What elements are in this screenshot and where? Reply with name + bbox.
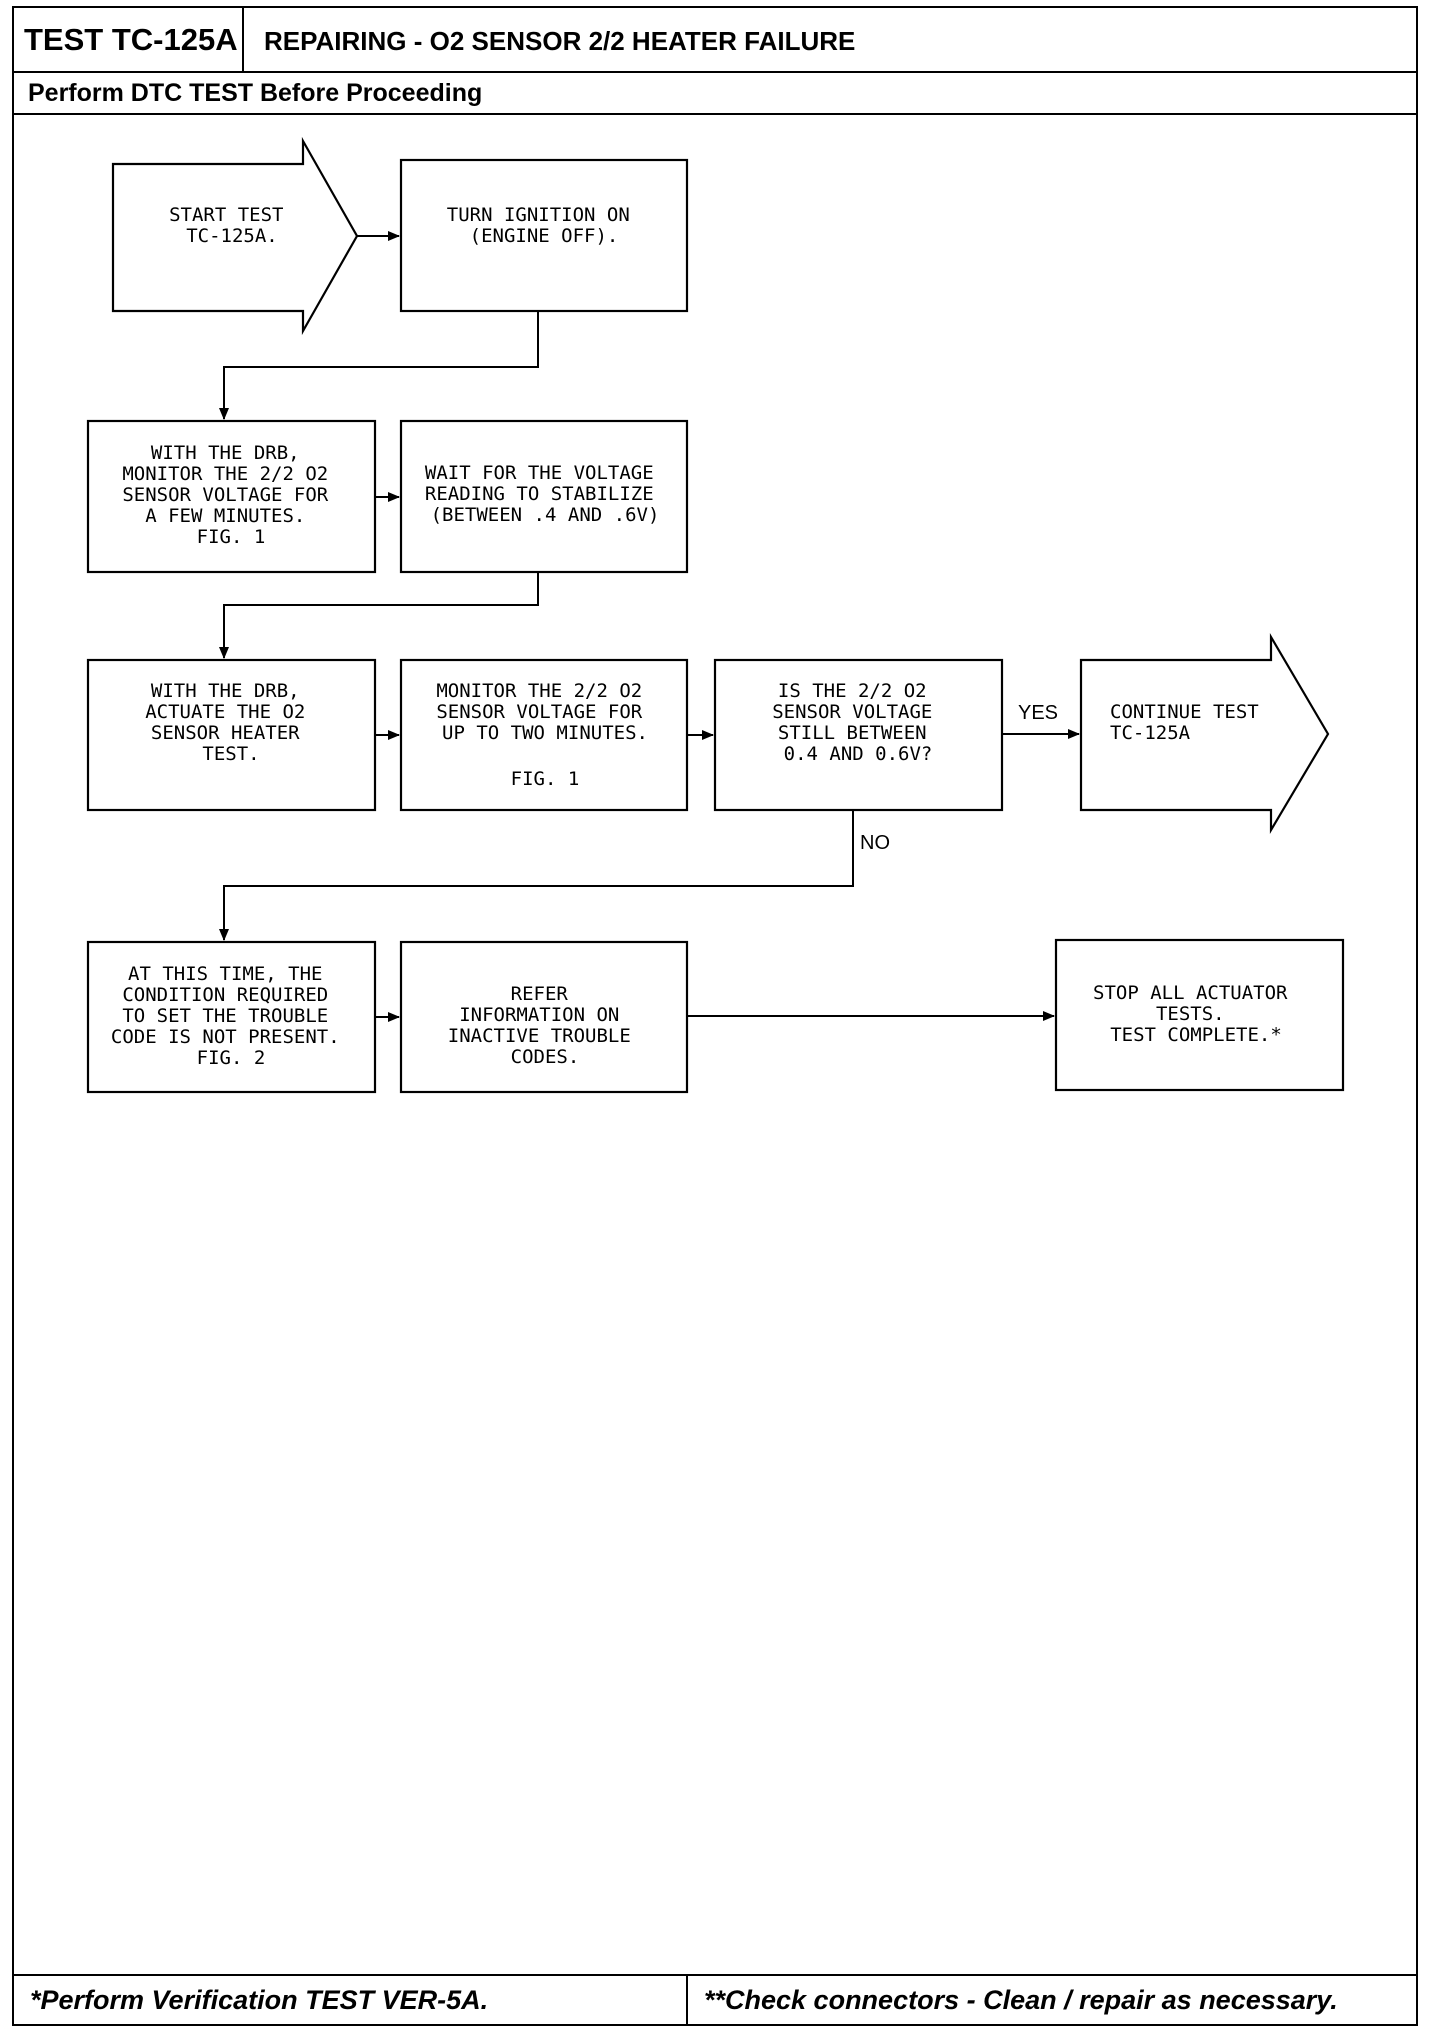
footer-row: *Perform Verification TEST VER-5A. **Che… [14,1974,1416,2024]
question-text: IS THE 2/2 O2 SENSOR VOLTAGE STILL BETWE… [772,680,944,765]
yes-label: YES [1018,702,1058,724]
monitor-few-text: WITH THE DRB, MONITOR THE 2/2 O2 SENSOR … [122,442,339,548]
condition-text: AT THIS TIME, THE CONDITION REQUIRED TO … [111,963,351,1069]
subtitle: Perform DTC TEST Before Proceeding [14,73,1416,115]
refer-text: REFER INFORMATION ON INACTIVE TROUBLE CO… [448,983,642,1068]
procedure-page: TEST TC-125A REPAIRING - O2 SENSOR 2/2 H… [12,6,1418,2026]
ignition-text: TURN IGNITION ON (ENGINE OFF). [447,204,641,247]
connector-ignition-monitor [219,311,539,420]
footer-verification-note: *Perform Verification TEST VER-5A. [14,1976,688,2024]
no-label: NO [860,832,890,854]
wait-box [399,419,689,574]
continue-text: CONTINUE TEST TC-125A [1110,701,1270,744]
ignition-box [399,158,689,313]
continue-arrow-shape [1079,632,1330,835]
start-text: START TEST TC-125A. [169,204,295,247]
connector-wait-actuate [219,572,539,659]
footer-connectors-note: **Check connectors - Clean / repair as n… [704,1985,1338,2015]
monitor-two-text: MONITOR THE 2/2 O2 SENSOR VOLTAGE FOR UP… [436,680,653,744]
stop-box [1054,938,1345,1092]
header-row: TEST TC-125A REPAIRING - O2 SENSOR 2/2 H… [14,8,1416,73]
monitor-two-fig: FIG. 1 [511,768,580,790]
stop-text: STOP ALL ACTUATOR TESTS. TEST COMPLETE.* [1093,982,1299,1046]
wait-text: WAIT FOR THE VOLTAGE READING TO STABILIZ… [425,462,665,526]
actuate-text: WITH THE DRB, ACTUATE THE O2 SENSOR HEAT… [145,680,317,765]
test-id: TEST TC-125A [14,8,244,71]
test-title: REPAIRING - O2 SENSOR 2/2 HEATER FAILURE [264,26,856,56]
start-arrow-shape [111,136,359,336]
connector-question-condition [219,810,854,941]
